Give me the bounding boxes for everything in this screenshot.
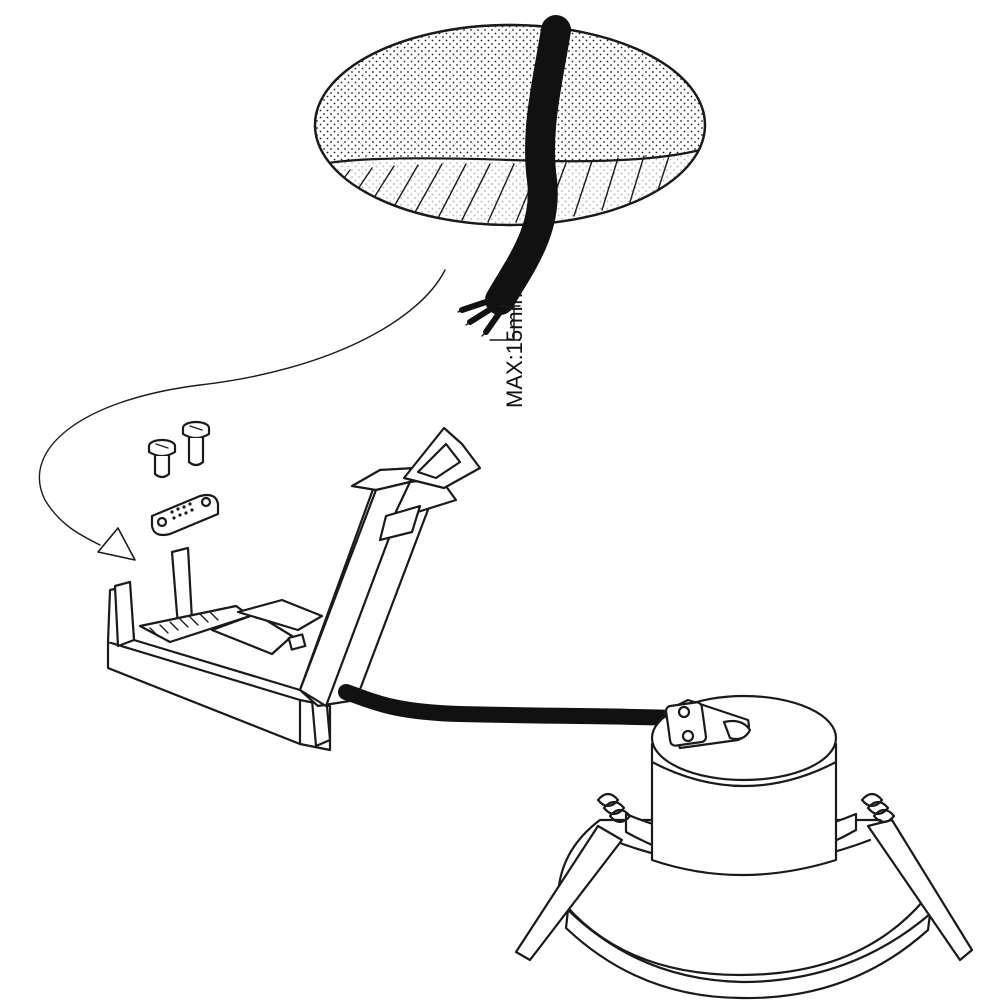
downlight (514, 694, 974, 1000)
spring-clip-right (860, 792, 974, 962)
strain-relief-clamp (150, 493, 220, 537)
strip-length-dimension: MAX:15mm (489, 293, 527, 408)
ceiling-thickness-band (316, 148, 702, 225)
connection-cable (338, 684, 684, 726)
spring-clip-left (514, 792, 632, 962)
strip-length-label: MAX:15mm (502, 293, 527, 408)
curved-direction-arrow (38, 269, 446, 561)
junction-box (106, 546, 332, 752)
junction-box-base (106, 640, 332, 752)
lid-release-tab[interactable] (402, 426, 482, 490)
screw-left (147, 438, 177, 479)
screw-right (181, 420, 211, 467)
cable-gland (662, 698, 752, 750)
stripped-wire-ends (457, 295, 508, 337)
ceiling-hole (313, 23, 707, 227)
supply-cable (457, 15, 571, 337)
screws (147, 420, 211, 479)
junction-box-lid[interactable] (298, 426, 482, 708)
